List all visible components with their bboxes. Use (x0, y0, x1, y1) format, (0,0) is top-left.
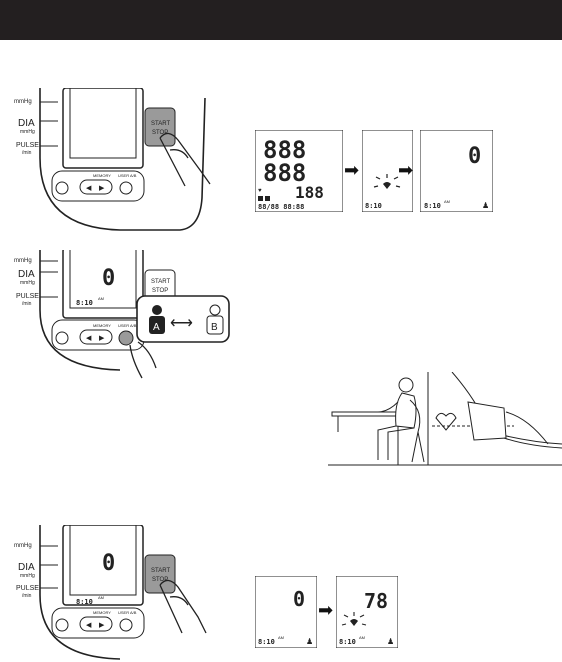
pulse-unit: /min (22, 150, 32, 156)
display-time-suffix: AM (359, 635, 365, 640)
display-time: 8:10 (339, 638, 356, 646)
user-button[interactable] (119, 181, 133, 195)
finger-press (159, 579, 207, 634)
power-icon[interactable] (55, 181, 69, 195)
person-head (398, 377, 414, 393)
arrow-right-icon: ➡ (318, 600, 334, 620)
display-time: 8:10 (76, 299, 93, 307)
heart-icon (383, 182, 391, 189)
display-time-suffix: AM (444, 199, 450, 204)
sys-unit: mmHg (14, 99, 32, 105)
heart-icon: ♥ (258, 188, 262, 194)
device-illustration-start: mmHg DIA mmHg PULSE /min MEMORY ◀ ▶ USER… (14, 88, 211, 231)
arm-cuff (467, 401, 507, 441)
memory-left-button[interactable]: ◀ (86, 185, 92, 192)
sys-unit: mmHg (14, 543, 32, 549)
blink-rays (373, 174, 401, 188)
user-a-label: A (153, 322, 160, 333)
start-label: START (151, 568, 170, 574)
display-pulse-reading: 78 8:10 AM ♟ (336, 576, 398, 648)
user-label: USER A/B (118, 610, 137, 615)
display-inflating: 8:10 (362, 130, 413, 212)
heart-icon (435, 412, 457, 431)
finger-press (129, 341, 157, 379)
segment-mid: 888 (263, 159, 306, 187)
finger-press (159, 132, 211, 187)
user-label: USER A/B (118, 173, 137, 178)
stop-label: STOP (152, 577, 168, 583)
user-a-icon (149, 316, 165, 334)
pulse-reading-value: 78 (364, 589, 388, 613)
device-illustration-user: mmHg DIA mmHg PULSE /min 0 8:10 AM START… (14, 250, 230, 379)
memory-left-button[interactable]: ◀ (86, 622, 92, 629)
power-icon[interactable] (55, 618, 69, 632)
start-stop-button[interactable] (144, 554, 176, 594)
display-time: 8:10 (258, 638, 275, 646)
memory-label: MEMORY (93, 323, 111, 328)
power-icon[interactable] (55, 331, 69, 345)
display-zero-value: 0 (293, 587, 305, 611)
memory-label: MEMORY (93, 173, 111, 178)
user-button[interactable] (118, 330, 134, 346)
segment-pulse: 188 (295, 183, 324, 202)
start-label: START (151, 121, 170, 127)
dia-unit: mmHg (20, 129, 35, 135)
display-all-segments: 888 888 ♥ 188 88/88 88:88 (255, 130, 343, 212)
memory-right-button[interactable]: ▶ (99, 185, 105, 192)
dia-unit: mmHg (20, 280, 35, 286)
display-zero-value: 0 (102, 551, 115, 576)
table (331, 411, 403, 417)
dia-label: DIA (18, 269, 35, 280)
pulse-label: PULSE (16, 293, 39, 300)
display-zero-value: 0 (102, 266, 115, 291)
display-time-suffix: AM (98, 296, 104, 301)
user-b-icon (206, 315, 224, 335)
display-time: 8:10 (76, 598, 93, 606)
heart-icon (350, 619, 358, 626)
start-stop-button[interactable] (144, 107, 176, 147)
stop-label: STOP (152, 130, 168, 136)
memory-right-button[interactable]: ▶ (99, 622, 105, 629)
user-icon: ♟ (482, 201, 489, 210)
person-torso (395, 392, 417, 429)
display-zero: 0 8:10 AM ♟ (420, 130, 493, 212)
start-label: START (151, 279, 170, 285)
segment-top: 888 (263, 136, 306, 164)
header-bar (0, 0, 562, 40)
double-arrow-icon: ⟷ (170, 315, 193, 332)
display-time: 8:10 (424, 202, 441, 210)
user-icon: ♟ (387, 637, 394, 646)
pulse-unit: /min (22, 301, 32, 307)
dia-label: DIA (18, 562, 35, 573)
memory-left-button[interactable]: ◀ (86, 335, 92, 342)
posture-illustration (328, 372, 562, 466)
stop-label: STOP (152, 288, 168, 294)
display-zero-value: 0 (468, 144, 481, 169)
pulse-unit: /min (22, 593, 32, 599)
dia-label: DIA (18, 118, 35, 129)
arrow-right-icon: ➡ (398, 160, 414, 180)
user-b-label: B (211, 322, 218, 333)
memory-label: MEMORY (93, 610, 111, 615)
sys-unit: mmHg (14, 258, 32, 264)
chair (409, 399, 425, 463)
display-time: 8:10 (365, 202, 382, 210)
display-time-suffix: AM (278, 635, 284, 640)
segment-bottom: 88/88 88:88 (258, 203, 304, 211)
arrow-right-icon: ➡ (344, 160, 360, 180)
pulse-label: PULSE (16, 142, 39, 149)
blink-rays (341, 612, 367, 626)
pulse-label: PULSE (16, 585, 39, 592)
user-label: USER A/B (118, 323, 137, 328)
display-ready-zero: 0 8:10 AM ♟ (255, 576, 317, 648)
user-icon: ♟ (306, 637, 313, 646)
user-button[interactable] (119, 618, 133, 632)
memory-right-button[interactable]: ▶ (99, 335, 105, 342)
display-time-suffix: AM (98, 595, 104, 600)
dia-unit: mmHg (20, 573, 35, 579)
device-illustration-measure: mmHg DIA mmHg PULSE /min 0 8:10 AM START… (14, 525, 207, 660)
